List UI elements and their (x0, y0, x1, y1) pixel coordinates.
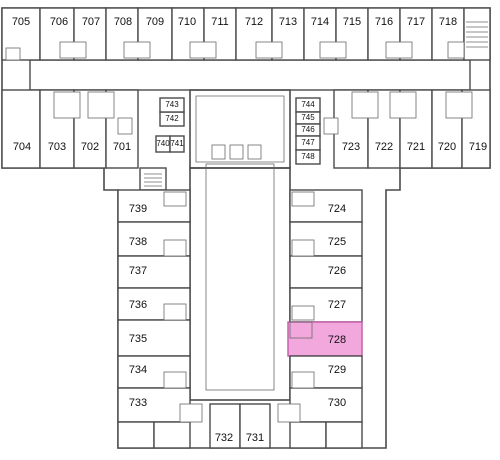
courtyard-outer (189, 167, 291, 401)
label-735: 735 (129, 333, 147, 345)
label-717: 717 (407, 16, 425, 28)
north-wing-south-rooms (1, 89, 491, 169)
room-707[interactable] (73, 7, 107, 61)
label-724: 724 (328, 203, 346, 215)
elevators-icon (211, 144, 262, 160)
label-746: 746 (301, 125, 315, 134)
label-706: 706 (50, 16, 68, 28)
label-722: 722 (375, 141, 393, 153)
north-corridor (29, 59, 471, 91)
room-735[interactable] (117, 319, 191, 357)
label-715: 715 (343, 16, 361, 28)
label-734: 734 (129, 364, 147, 376)
label-727: 727 (328, 299, 346, 311)
label-701: 701 (113, 141, 131, 153)
label-728: 728 (328, 334, 346, 346)
stairwell-sw (139, 167, 167, 191)
room-737[interactable] (117, 255, 191, 289)
label-744: 744 (301, 100, 315, 109)
label-713: 713 (279, 16, 297, 28)
stairs-sw-icon (144, 173, 162, 187)
label-725: 725 (328, 236, 346, 248)
east-wing-bathrooms (289, 191, 315, 389)
label-705: 705 (12, 16, 30, 28)
label-743: 743 (165, 100, 179, 109)
label-742: 742 (165, 114, 179, 123)
room-730[interactable] (289, 387, 363, 423)
room-731[interactable] (239, 403, 271, 449)
label-739: 739 (129, 203, 147, 215)
label-732: 732 (215, 432, 233, 444)
label-748: 748 (301, 152, 315, 161)
room-719[interactable] (461, 89, 491, 169)
room-728[interactable] (287, 321, 363, 357)
label-747: 747 (301, 138, 315, 147)
label-714: 714 (311, 16, 329, 28)
label-737: 737 (129, 265, 147, 277)
label-731: 731 (246, 432, 264, 444)
label-730: 730 (328, 397, 346, 409)
room-743[interactable] (159, 97, 185, 113)
label-721: 721 (407, 141, 425, 153)
label-723: 723 (342, 141, 360, 153)
south-room-w (117, 421, 155, 449)
north-wing-bathrooms (53, 91, 473, 135)
label-702: 702 (81, 141, 99, 153)
south-room-e2 (289, 421, 327, 449)
room-726[interactable] (289, 255, 363, 289)
south-end-rooms (117, 403, 363, 449)
south-room-w2 (153, 421, 191, 449)
west-wing-bathrooms (163, 191, 187, 389)
label-745: 745 (301, 113, 315, 122)
room-732[interactable] (209, 403, 241, 449)
label-704: 704 (13, 141, 31, 153)
label-703: 703 (48, 141, 66, 153)
label-710: 710 (178, 16, 196, 28)
label-719: 719 (469, 141, 487, 153)
stairwell-ne (463, 7, 491, 61)
label-726: 726 (328, 265, 346, 277)
room-748[interactable] (295, 149, 321, 165)
label-712: 712 (245, 16, 263, 28)
label-718: 718 (439, 16, 457, 28)
top-row-bathrooms (5, 41, 465, 61)
label-733: 733 (129, 397, 147, 409)
label-736: 736 (129, 299, 147, 311)
label-709: 709 (146, 16, 164, 28)
room-labels: 705 706 707 708 709 710 711 712 713 714 … (12, 16, 487, 444)
label-711: 711 (211, 16, 229, 28)
room-704[interactable] (1, 89, 41, 169)
room-733[interactable] (117, 387, 191, 423)
courtyard-inner (205, 163, 275, 391)
label-720: 720 (438, 141, 456, 153)
stairs-ne-icon (466, 21, 488, 48)
label-708: 708 (114, 16, 132, 28)
label-729: 729 (328, 364, 346, 376)
room-741[interactable] (169, 135, 185, 153)
label-740: 740 (156, 139, 170, 148)
label-707: 707 (82, 16, 100, 28)
label-741: 741 (170, 139, 184, 148)
label-738: 738 (129, 236, 147, 248)
south-room-e (325, 421, 363, 449)
label-716: 716 (375, 16, 393, 28)
west-wing-rooms (117, 189, 191, 423)
